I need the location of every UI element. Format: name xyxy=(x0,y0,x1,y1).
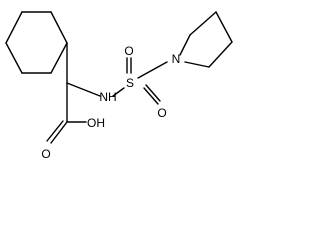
sulfonamide-group xyxy=(112,57,168,105)
atom-labels: N O S NH O OH O xyxy=(41,44,180,161)
molecule-structure: N O S NH O OH O xyxy=(5,11,233,161)
atom-nitrogen-ring: N xyxy=(172,52,181,66)
pyrrolidine-ring xyxy=(179,11,233,68)
cyclohexane-ring xyxy=(5,11,68,74)
atom-hydroxyl: OH xyxy=(87,116,105,130)
carboxylic-acid-group xyxy=(46,82,87,144)
c1-bonds xyxy=(66,42,101,97)
atom-sulfur: S xyxy=(126,76,134,90)
atom-carbonyl-oxygen: O xyxy=(41,147,50,161)
atom-nitrogen-amine: NH xyxy=(99,90,116,104)
atom-oxygen-upper: O xyxy=(124,44,133,58)
atom-oxygen-lower: O xyxy=(157,106,166,120)
